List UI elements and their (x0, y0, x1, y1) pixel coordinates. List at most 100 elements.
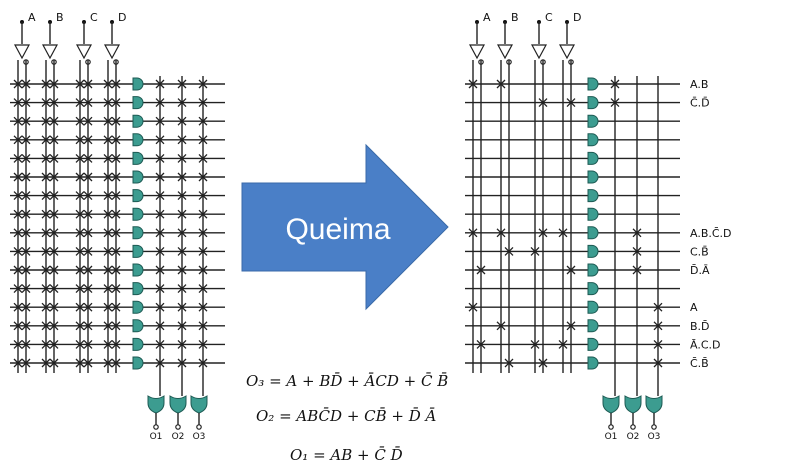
fuse-mark (177, 209, 187, 219)
fuse-mark (49, 358, 59, 368)
fuse-mark (111, 228, 121, 238)
fuse-mark (13, 302, 23, 312)
fuse-mark (41, 98, 51, 108)
fuse-mark (13, 79, 23, 89)
fuse-mark (49, 79, 59, 89)
fuse-mark (198, 98, 208, 108)
output-label: O3 (648, 432, 661, 442)
and-gate (132, 263, 144, 277)
and-gate (587, 151, 599, 165)
fuse-mark (155, 116, 165, 126)
fuse-mark (103, 135, 113, 145)
fuse-mark (111, 284, 121, 294)
and-gate (132, 189, 144, 203)
fuse-mark (13, 358, 23, 368)
input-label: A (483, 11, 491, 24)
fuse-mark (177, 358, 187, 368)
fuse-mark (111, 358, 121, 368)
fuse-mark (41, 79, 51, 89)
fuse-mark (49, 321, 59, 331)
input-label: C (90, 11, 98, 24)
or-gate (645, 395, 663, 414)
fuse-mark (198, 246, 208, 256)
fuse-mark (653, 339, 663, 349)
fuse-mark (41, 339, 51, 349)
fuse-mark (83, 135, 93, 145)
fuse-mark (566, 265, 576, 275)
input-buffer (468, 44, 486, 60)
output-label: O2 (172, 432, 185, 442)
fuse-mark (155, 79, 165, 89)
output-terminal (608, 424, 614, 430)
fuse-mark (41, 358, 51, 368)
fuse-mark (41, 153, 51, 163)
and-gate (587, 300, 599, 314)
fuse-mark (83, 284, 93, 294)
fuse-mark (198, 228, 208, 238)
fuse-mark (21, 135, 31, 145)
fuse-mark (632, 265, 642, 275)
fuse-mark (177, 116, 187, 126)
term-label: A.B.C̄.D (690, 227, 732, 240)
or-gate (624, 395, 642, 414)
fuse-mark (75, 153, 85, 163)
fuse-mark (83, 209, 93, 219)
fuse-mark (496, 321, 506, 331)
fuse-mark (41, 284, 51, 294)
fuse-mark (103, 98, 113, 108)
fuse-mark (198, 191, 208, 201)
fuse-mark (198, 172, 208, 182)
fuse-mark (75, 98, 85, 108)
fuse-mark (41, 116, 51, 126)
input-label: C (545, 11, 553, 24)
fuse-mark (75, 339, 85, 349)
fuse-mark (83, 153, 93, 163)
fuse-mark (538, 98, 548, 108)
fuse-mark (538, 228, 548, 238)
fuse-mark (198, 79, 208, 89)
and-gate (587, 319, 599, 333)
fuse-mark (41, 135, 51, 145)
fuse-mark (530, 339, 540, 349)
fuse-mark (632, 228, 642, 238)
fuse-mark (13, 209, 23, 219)
and-gate (132, 356, 144, 370)
fuse-mark (21, 321, 31, 331)
fuse-mark (177, 321, 187, 331)
fuse-mark (13, 228, 23, 238)
fuse-mark (13, 246, 23, 256)
fuse-mark (49, 246, 59, 256)
fuse-mark (21, 172, 31, 182)
fuse-mark (49, 265, 59, 275)
fuse-mark (21, 284, 31, 294)
fuse-mark (75, 191, 85, 201)
and-gate (132, 151, 144, 165)
fuse-mark (21, 358, 31, 368)
fuse-mark (21, 116, 31, 126)
fuse-mark (83, 79, 93, 89)
and-gate (132, 282, 144, 296)
fuse-mark (155, 135, 165, 145)
output-label: O1 (150, 432, 163, 442)
fuse-mark (103, 321, 113, 331)
output-label: O3 (193, 432, 206, 442)
fuse-mark (111, 265, 121, 275)
fuse-mark (198, 135, 208, 145)
and-gate (587, 282, 599, 296)
output-terminal (196, 424, 202, 430)
fuse-mark (41, 321, 51, 331)
term-label: C̄.D̄ (690, 97, 710, 110)
and-gate (587, 133, 599, 147)
fuse-mark (49, 339, 59, 349)
fuse-mark (111, 321, 121, 331)
fuse-mark (155, 228, 165, 238)
fuse-mark (13, 153, 23, 163)
and-gate (132, 207, 144, 221)
fuse-mark (103, 246, 113, 256)
fuse-mark (75, 302, 85, 312)
fuse-mark (177, 265, 187, 275)
input-label: A (28, 11, 36, 24)
fuse-mark (103, 339, 113, 349)
